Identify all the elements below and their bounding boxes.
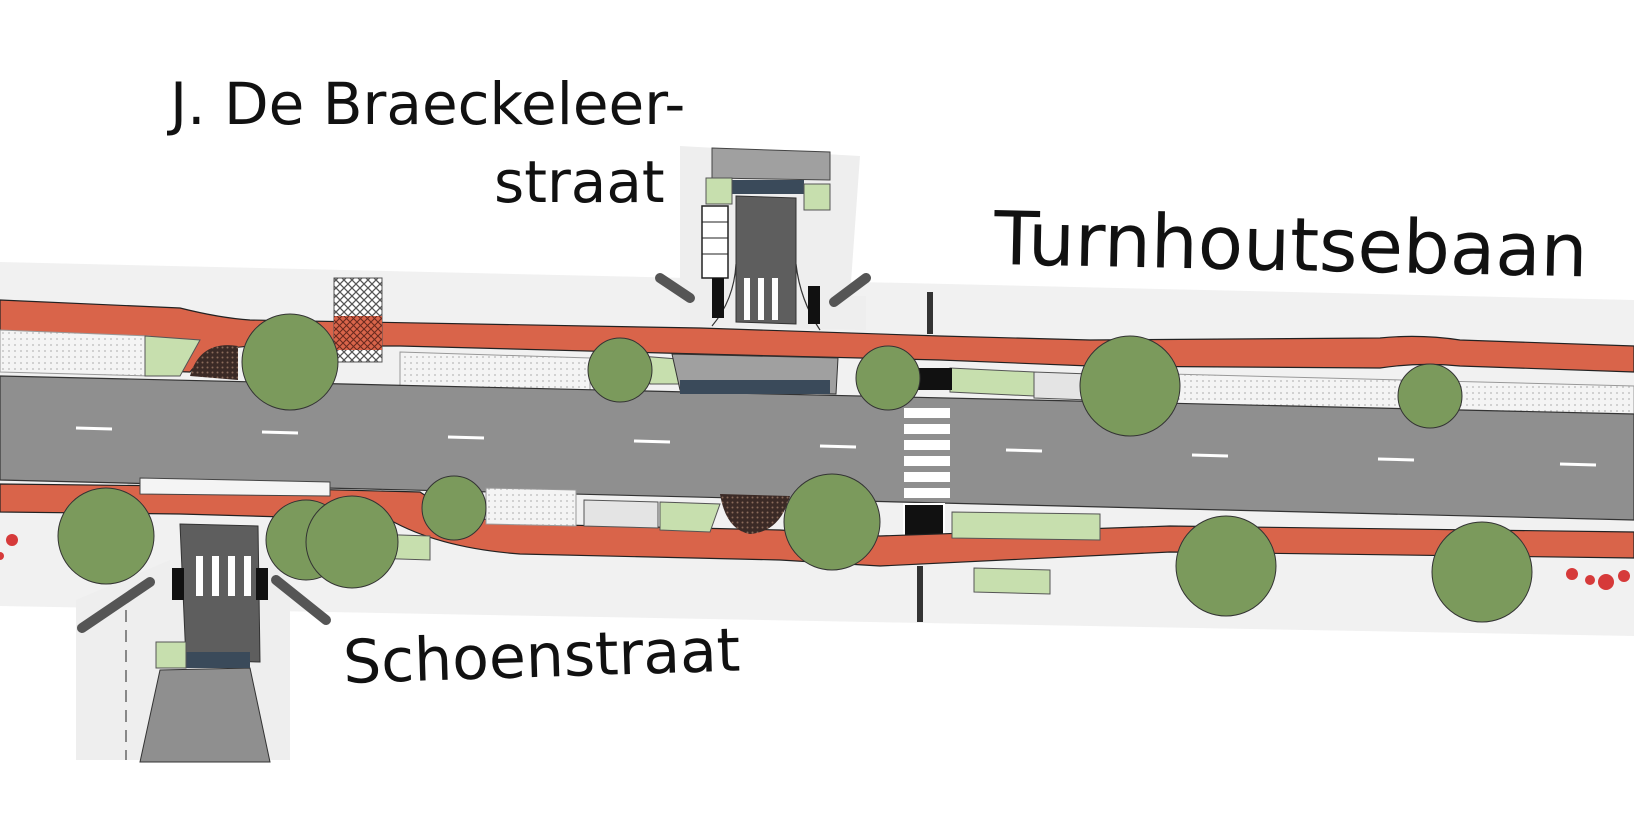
tree-icon: [57, 487, 155, 585]
street-label-braeckeleer-line2: straat: [494, 148, 665, 216]
trees: [57, 313, 1533, 623]
side-street-schoenstraat: [76, 523, 923, 763]
tree-icon: [241, 313, 339, 411]
bollards: [0, 534, 1630, 590]
green-verge-north-2: [949, 367, 1035, 397]
tree-icon: [1431, 521, 1533, 623]
tree-icon: [1175, 515, 1277, 617]
planted-bed-north: [190, 345, 238, 380]
tree-icon: [783, 473, 881, 571]
hatched-zone-red: [334, 316, 382, 350]
crosswalk-main[interactable]: [904, 408, 950, 498]
green-verge-south-3: [973, 567, 1051, 595]
street-label-schoenstraat: Schoenstraat: [342, 615, 742, 698]
lane-markings: [75, 426, 1597, 467]
green-verge-south-1: [659, 501, 721, 533]
tree-icon: [855, 345, 921, 411]
street-label-turnhoutsebaan: Turnhoutsebaan: [993, 196, 1589, 295]
green-verge-south-2: [951, 511, 1101, 541]
planted-bed-south: [720, 494, 790, 534]
tree-icon: [1397, 363, 1463, 429]
parking-strip-south-2: [485, 487, 577, 527]
green-verge-north-1: [144, 335, 201, 377]
street-label-braeckeleer-line1: J. De Braeckeleer-: [170, 70, 686, 138]
traffic-island-south: [903, 503, 945, 539]
parking-bay-south: [583, 499, 659, 529]
parking-strip-south-1: [139, 477, 331, 497]
tree-icon: [587, 337, 653, 403]
tree-icon: [1079, 335, 1181, 437]
bike-lane-north: [0, 299, 1634, 373]
parking-strip-north-1: [0, 329, 151, 377]
tree-icon: [305, 495, 399, 589]
tree-icon: [421, 475, 487, 541]
traffic-island-north: [918, 368, 952, 390]
side-street-braeckeleer: [655, 146, 933, 395]
